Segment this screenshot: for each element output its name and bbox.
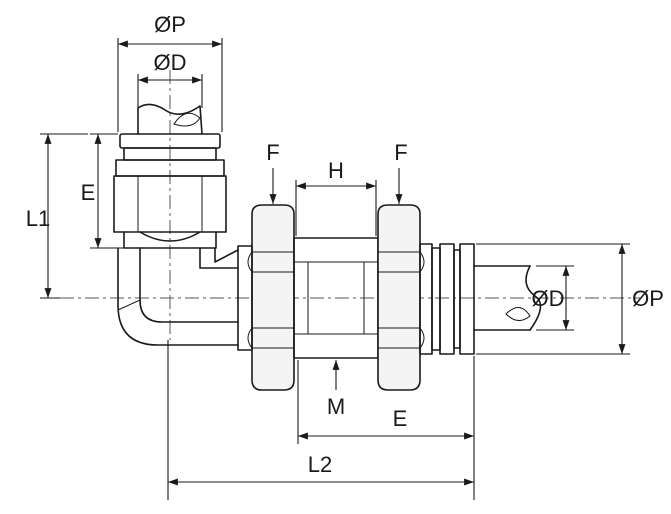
label-top-p: ØP [154, 12, 186, 37]
label-nut-f-right: F [394, 140, 407, 165]
left-hex-nut [237, 204, 295, 391]
label-left-e: E [81, 180, 96, 205]
top-collet [113, 133, 227, 249]
label-bottom-l2: L2 [308, 452, 332, 477]
right-tube [473, 265, 542, 331]
center-lines [60, 70, 640, 340]
label-thread-m: M [327, 394, 345, 419]
label-nut-f-left: F [266, 140, 279, 165]
label-left-l1: L1 [26, 206, 50, 231]
right-hex-nut [377, 204, 425, 391]
label-hex-h: H [328, 158, 344, 183]
label-bottom-e: E [393, 406, 408, 431]
right-collet [419, 243, 475, 355]
dimension-lines [40, 38, 630, 500]
label-right-p: ØP [632, 286, 664, 311]
elbow-body [117, 247, 239, 346]
label-top-d: ØD [154, 50, 187, 75]
top-tube [137, 103, 203, 135]
label-right-d: ØD [532, 286, 565, 311]
dimension-labels: ØP ØD E L1 F F H M E L2 ØD ØP [26, 12, 664, 477]
